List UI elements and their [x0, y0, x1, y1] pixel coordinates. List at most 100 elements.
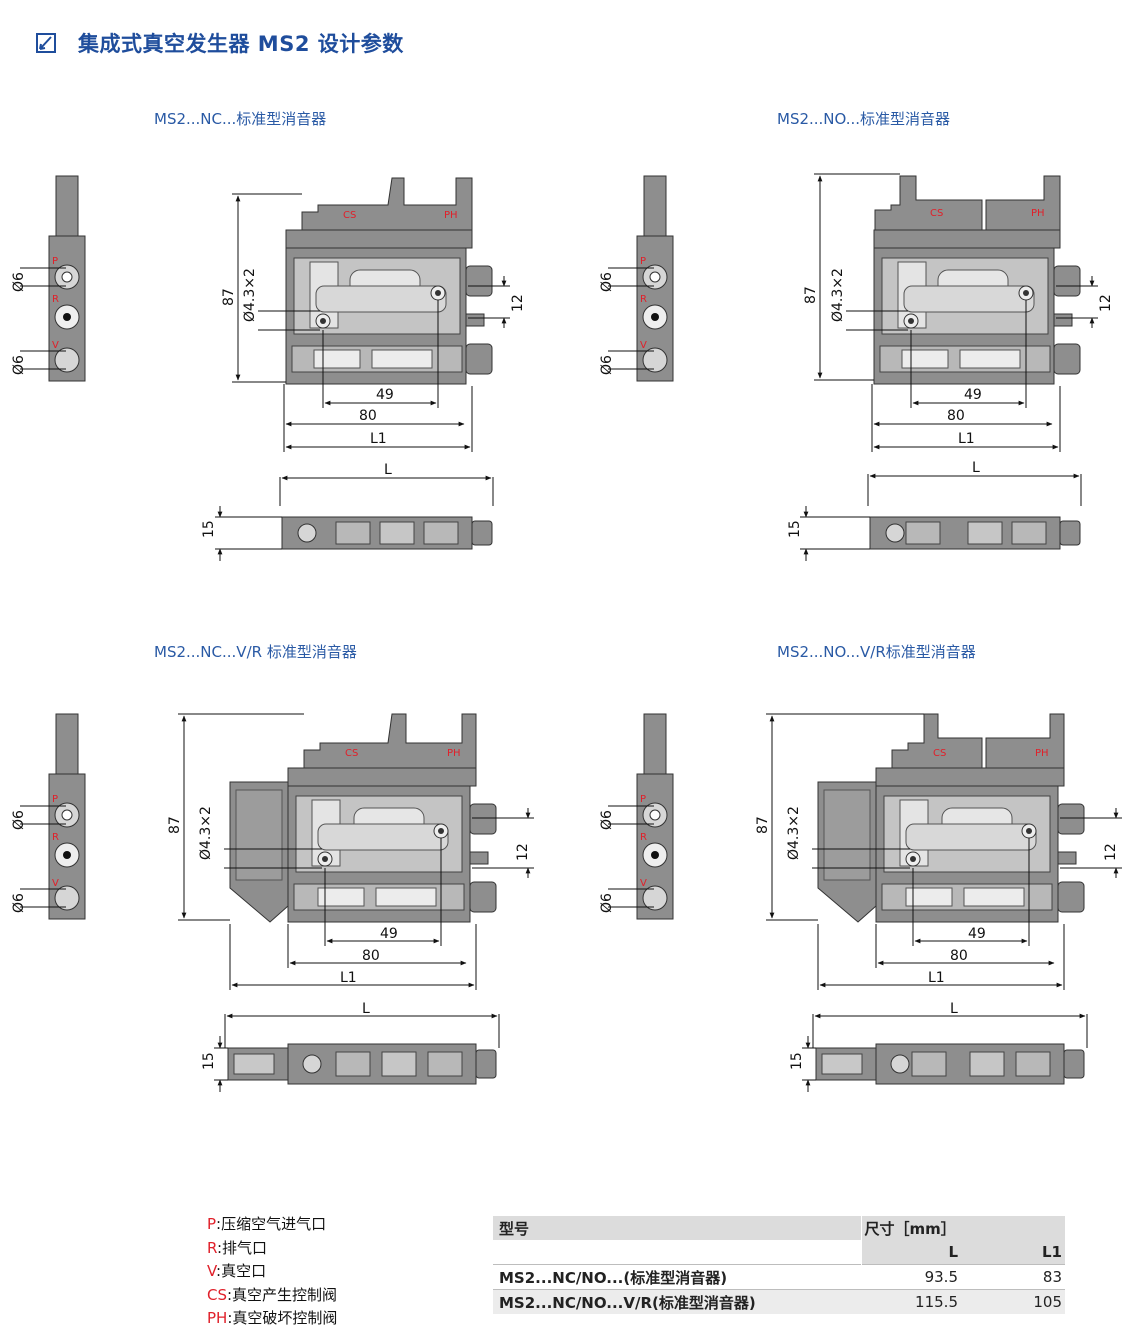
port-legend: P:压缩空气进气口 R:排气口 V:真空口 CS:真空产生控制阀 PH:真空破坏…	[207, 1213, 337, 1331]
subheader-l: L	[860, 1240, 961, 1265]
dim-hole: Ø4.3×2	[830, 268, 846, 322]
dim-l1: L1	[928, 970, 945, 986]
dim-diameter-p: Ø6	[11, 810, 27, 830]
dim-hole: Ø4.3×2	[242, 268, 258, 322]
dim-l: L	[972, 460, 980, 476]
front-view-nc-vr: CS PH	[229, 713, 497, 923]
side-view-no: P R V Ø6 Ø6	[599, 175, 674, 382]
drawing-no-vr: P R V Ø6 Ø6 CS PH	[599, 713, 1122, 1092]
port-label-r: R	[52, 294, 59, 305]
port-label-v: V	[52, 878, 59, 889]
port-label-p: P	[52, 794, 58, 805]
legend-item: V:真空口	[207, 1260, 337, 1284]
dim-width: 15	[789, 1052, 805, 1070]
front-view-no: CS PH	[873, 175, 1081, 385]
legend-item: P:压缩空气进气口	[207, 1213, 337, 1237]
side-view-nc: P R V Ø6 Ø6	[11, 175, 86, 382]
legend-item: PH:真空破坏控制阀	[207, 1307, 337, 1331]
label-cs: CS	[343, 210, 356, 221]
dim-l: L	[362, 1001, 370, 1017]
dim-body: 80	[362, 948, 380, 964]
dim-hole: Ø4.3×2	[198, 806, 214, 860]
subheader-empty	[493, 1240, 861, 1265]
label-ph: PH	[1031, 208, 1045, 219]
port-label-r: R	[640, 832, 647, 843]
dim-pitch: 49	[380, 926, 398, 942]
header-size: 尺寸［mm］	[860, 1216, 1065, 1240]
label-ph: PH	[1035, 748, 1049, 759]
dim-diameter-v: Ø6	[599, 355, 615, 375]
dim-spacing: 12	[510, 294, 526, 312]
legend-text: :真空口	[216, 1262, 267, 1280]
dim-body: 80	[947, 408, 965, 424]
legend-code: CS	[207, 1285, 227, 1304]
section-title-nc: MS2...NC...标准型消音器	[154, 110, 327, 128]
page-title: 集成式真空发生器 MS2 设计参数	[78, 32, 404, 56]
cell-l: 115.5	[861, 1289, 961, 1314]
dim-height: 87	[755, 816, 771, 834]
technical-drawings: P R V Ø6 Ø6 CS PH	[11, 173, 1122, 1092]
dim-width: 15	[201, 520, 217, 538]
port-label-r: R	[52, 832, 59, 843]
dim-diameter-v: Ø6	[11, 355, 27, 375]
label-ph: PH	[444, 210, 458, 221]
dim-pitch: 49	[968, 926, 986, 942]
label-ph: PH	[447, 748, 461, 759]
dim-height: 87	[167, 816, 183, 834]
dim-width: 15	[787, 520, 803, 538]
legend-text: :真空产生控制阀	[227, 1285, 338, 1304]
legend-item: CS:真空产生控制阀	[207, 1284, 337, 1308]
table-row: MS2...NC/NO...(标准型消音器) 93.5 83	[493, 1264, 1065, 1290]
dim-l1: L1	[370, 431, 387, 447]
dimension-lines-nc	[232, 193, 510, 452]
cell-l1: 105	[961, 1289, 1065, 1314]
drawing-nc: P R V Ø6 Ø6 CS PH	[11, 175, 526, 561]
dimension-lines-no-vr	[766, 713, 1122, 990]
top-view-no-vr: L 15	[789, 1001, 1088, 1092]
page-header: 集成式真空发生器 MS2 设计参数	[36, 28, 404, 58]
legend-code: PH	[207, 1309, 228, 1327]
cell-l: 93.5	[861, 1264, 961, 1290]
front-view-no-vr: CS PH	[817, 713, 1085, 923]
dimension-lines-no	[814, 173, 1098, 452]
pencil-square-icon	[36, 33, 56, 53]
dim-pitch: 49	[376, 387, 394, 403]
top-view-nc-vr: L 15	[201, 1001, 500, 1092]
dim-diameter-p: Ø6	[599, 810, 615, 830]
legend-item: R:排气口	[207, 1237, 337, 1261]
legend-code: R	[207, 1238, 217, 1257]
legend-text: :排气口	[216, 1238, 268, 1257]
dimension-table: 型号 尺寸［mm］ L L1 MS2...NC/NO...(标准型消音器) 93…	[493, 1216, 1065, 1314]
label-cs: CS	[345, 748, 358, 759]
dim-height: 87	[803, 286, 819, 304]
dim-spacing: 12	[1098, 294, 1114, 312]
legend-code: V	[207, 1262, 217, 1280]
dim-diameter-v: Ø6	[11, 893, 27, 913]
section-title-nc-vr: MS2...NC...V/R 标准型消音器	[154, 643, 357, 661]
dim-body: 80	[950, 948, 968, 964]
port-label-v: V	[640, 878, 647, 889]
label-cs: CS	[933, 748, 946, 759]
dim-pitch: 49	[964, 387, 982, 403]
dim-diameter-v: Ø6	[599, 893, 615, 913]
drawing-nc-vr: P R V Ø6 Ø6 CS PH	[11, 713, 534, 1092]
legend-text: :压缩空气进气口	[216, 1215, 327, 1233]
port-label-p: P	[52, 256, 58, 267]
dim-body: 80	[359, 408, 377, 424]
drawing-no: P R V Ø6 Ø6 CS PH	[599, 173, 1114, 561]
legend-text: :真空破坏控制阀	[227, 1309, 338, 1327]
table-row: MS2...NC/NO...V/R(标准型消音器) 115.5 105	[493, 1289, 1065, 1314]
cell-l1: 83	[961, 1264, 1065, 1290]
dim-diameter-p: Ø6	[11, 272, 27, 292]
dim-l: L	[950, 1001, 958, 1017]
front-view-nc: CS PH	[285, 177, 493, 385]
label-cs: CS	[930, 208, 943, 219]
dim-height: 87	[221, 288, 237, 306]
cell-model: MS2...NC/NO...V/R(标准型消音器)	[493, 1289, 861, 1314]
port-label-p: P	[640, 794, 646, 805]
table-header-row: 型号 尺寸［mm］	[493, 1216, 1065, 1240]
dim-l1: L1	[958, 431, 975, 447]
cell-model: MS2...NC/NO...(标准型消音器)	[493, 1264, 861, 1290]
side-view-no-vr: P R V Ø6 Ø6	[599, 713, 674, 920]
header-model: 型号	[493, 1216, 861, 1240]
